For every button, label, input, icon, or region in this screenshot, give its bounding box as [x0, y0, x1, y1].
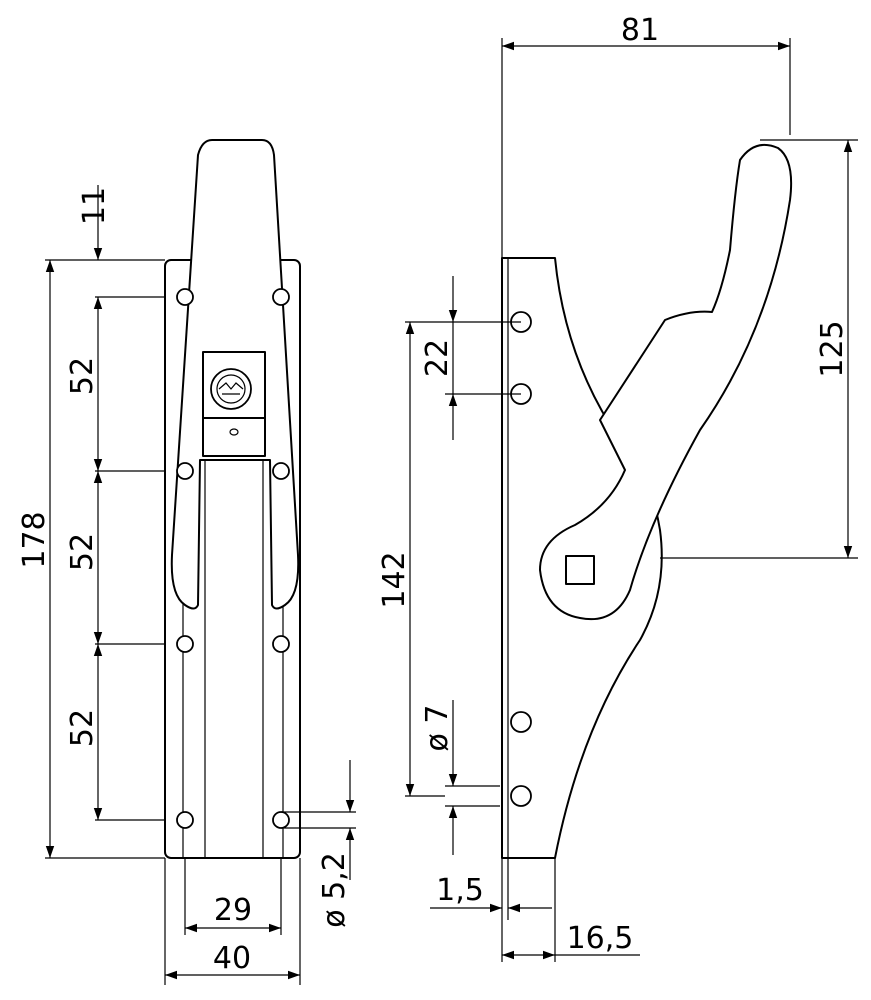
dim-front-top-offset: 11	[77, 187, 112, 225]
side-view	[501, 144, 793, 859]
side-hole	[510, 785, 532, 807]
lock-lower-block	[202, 417, 266, 457]
dim-side-plate-thickness: 1,5	[436, 873, 484, 908]
front-hole	[272, 811, 290, 829]
dim-front-spacing-3: 52	[65, 709, 100, 747]
front-hole	[272, 462, 290, 480]
dim-front-spacing-2: 52	[65, 533, 100, 571]
dim-side-handle-height: 125	[815, 320, 850, 377]
dim-side-hole-dia: ø 7	[420, 705, 455, 752]
front-hole	[176, 462, 194, 480]
front-hole	[176, 635, 194, 653]
side-handle-lever	[539, 144, 793, 621]
front-view	[164, 139, 301, 859]
dim-front-inner-width: 29	[214, 893, 252, 928]
dim-front-spacing-1: 52	[65, 357, 100, 395]
dim-side-hole-spacing: 22	[420, 339, 455, 377]
dim-front-total-height: 178	[17, 511, 52, 568]
dim-side-base-width: 16,5	[567, 921, 634, 956]
dim-side-depth: 81	[621, 13, 659, 48]
dim-front-total-width: 40	[213, 941, 251, 976]
square-drive-icon	[565, 555, 595, 585]
dim-side-outer-spacing: 142	[377, 551, 412, 608]
front-dimensions: 11 52 52 52 178 ø 5,2 29 40	[17, 185, 356, 985]
front-hole	[176, 811, 194, 829]
side-dimensions: 81 125 22 142 ø 7 1,5 16,5	[377, 13, 858, 962]
front-hole	[176, 288, 194, 306]
dim-front-hole-dia: ø 5,2	[317, 852, 352, 928]
front-hole	[272, 635, 290, 653]
side-hole	[510, 711, 532, 733]
front-hole	[272, 288, 290, 306]
